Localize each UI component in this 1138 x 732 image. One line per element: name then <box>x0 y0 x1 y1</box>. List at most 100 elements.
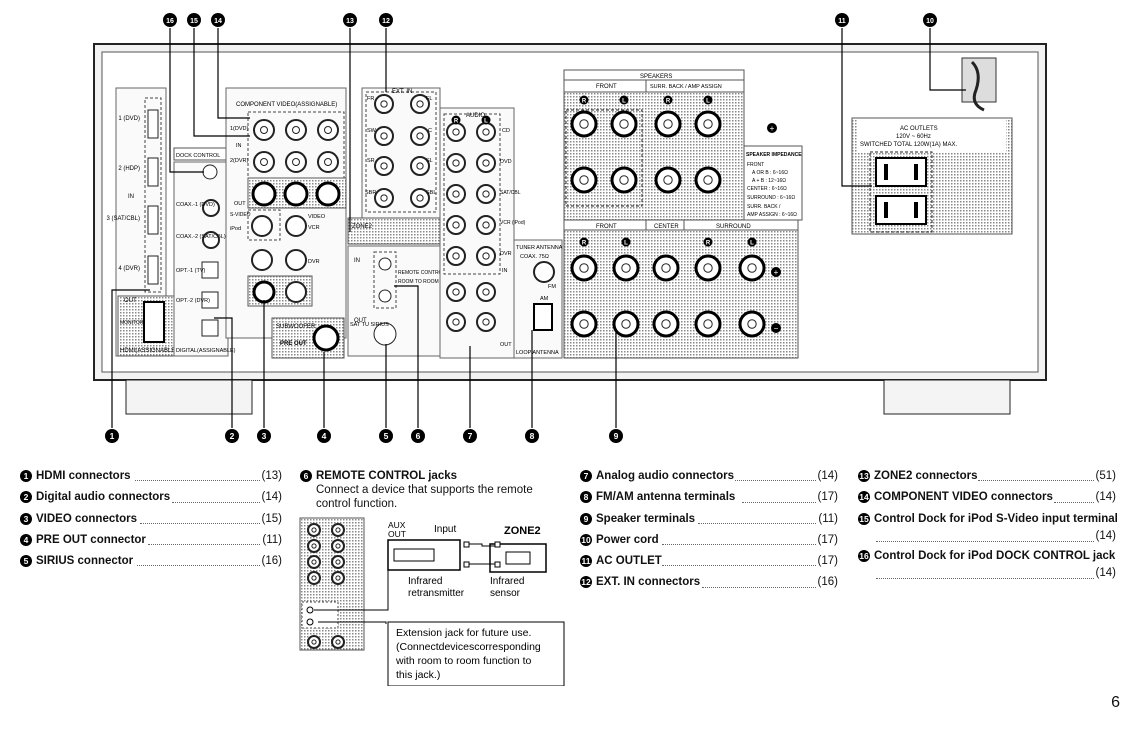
ext-sbl-label: SBL <box>426 190 436 196</box>
speaker-terminal-upper-2-center <box>579 175 589 185</box>
ext-in-jack-r0 <box>410 94 430 114</box>
illus-jack-6 <box>307 571 321 585</box>
speaker-terminal-upper-6 <box>654 166 682 194</box>
speaker-terminal-plus-4 <box>738 254 766 282</box>
zone2-out-label: ZONE2 <box>352 224 373 230</box>
component-in2-jack-2 <box>285 151 307 173</box>
callout-number-6: 6 <box>416 431 421 441</box>
legend-label: EXT. IN connectors <box>596 576 701 589</box>
input-label: Input <box>434 524 456 535</box>
component-in1-jack-3 <box>317 119 339 141</box>
channel-badge-9 <box>747 237 757 247</box>
speaker-terminal-upper-3-center <box>619 175 629 185</box>
channel-badge-3 <box>619 95 629 105</box>
ext-in-jack-r3 <box>410 188 430 208</box>
ipod-label: iPod <box>230 226 241 232</box>
remote-in-jack <box>378 257 392 271</box>
legend-label: Control Dock for iPod S-Video input term… <box>874 512 1118 525</box>
callout-circle-7 <box>463 429 477 443</box>
rear-panel-diagram: 1 (DVD) 2 (HDP) 3 (SAT/CBL) 4 (DVR) IN O… <box>93 13 1047 443</box>
vcr-ipod-label: VCR (iPod) <box>500 220 526 226</box>
extension-note-2: (Connectdevicescorresponding <box>396 641 541 653</box>
remote-sirius-section: IN OUT REMOTE CONTROL ROOM TO ROOM SAT T… <box>347 245 445 357</box>
channel-letter-2: R <box>582 99 587 105</box>
legend-label: FM/AM antenna terminals <box>596 491 736 504</box>
ext-sr-label: SR <box>367 158 375 164</box>
speaker-terminal-upper-1-center <box>619 119 629 129</box>
ext-in-jack-r2-center <box>416 162 424 170</box>
opt1-label: OPT.-1 (TV) <box>176 268 206 274</box>
hdmi-port-2 <box>147 157 159 187</box>
illus-jack-7-center <box>335 575 341 581</box>
callout-number-16: 16 <box>166 18 174 25</box>
comp-1-label: 1(DVD) <box>230 126 249 132</box>
audio-in-jack-r4 <box>446 246 466 266</box>
callout-circle-10 <box>923 13 937 27</box>
illus-jack-1-center <box>335 527 341 533</box>
callout-circle-15 <box>187 13 201 27</box>
s-video-label: S-VIDEO <box>230 212 251 218</box>
sensor-label-1: Infrared <box>490 576 524 587</box>
callout-number-11: 11 <box>838 18 846 25</box>
speaker-terminal-upper-0 <box>570 110 598 138</box>
audio-in-jack-r0 <box>446 122 466 142</box>
ac-freq-label: 120V ~ 60Hz <box>896 134 931 140</box>
audio-in-jack-r2-center <box>452 190 460 198</box>
illus-jack-7 <box>331 571 345 585</box>
audio-out-label: OUT <box>500 342 512 348</box>
illus-jack-4 <box>307 555 321 569</box>
channel-badge-8 <box>703 237 713 247</box>
speaker-impedance-label: SPEAKER IMPEDANCE <box>746 152 802 158</box>
callout-number-4: 4 <box>322 431 327 441</box>
hdmi-label-3: 3 (SAT/CBL) <box>106 216 140 222</box>
speaker-terminal-upper-7 <box>694 166 722 194</box>
callout-badge: 12 <box>580 576 592 589</box>
channel-badge-6 <box>579 237 589 247</box>
callout-badge: 8 <box>580 491 592 504</box>
channel-letter-9: L <box>750 241 754 247</box>
room-to-room-label: ROOM TO ROOM <box>398 279 439 285</box>
callout-badge: 10 <box>580 533 592 546</box>
illus-jack-9-center <box>335 639 341 645</box>
speaker-terminal-upper-2 <box>570 166 598 194</box>
legend-page-ref: (51) <box>1093 466 1116 488</box>
callout-number-10: 10 <box>926 18 934 25</box>
audio-in-label: IN <box>502 268 508 274</box>
subwoofer-section: SUBWOOFER PRE OUT <box>271 317 345 359</box>
imp-a-or-b: A OR B : 6~16Ω <box>752 170 788 176</box>
callout-badge: 1 <box>20 469 32 482</box>
ext-in-section: EXT. IN FR FL SW C SR SL SBR SBL ZONE2 <box>347 87 443 245</box>
illus-jack-2-center <box>311 543 317 549</box>
zone2-label: ZONE2 <box>504 525 541 537</box>
illus-jack-6-center <box>311 575 317 581</box>
legend-label: Speaker terminals <box>596 512 696 525</box>
speaker-terminal-minus-4-center <box>747 319 757 329</box>
am-label: AM <box>540 296 549 302</box>
callout-circle-3 <box>257 429 271 443</box>
ext-fl-label: FL <box>426 96 432 102</box>
speaker-terminal-plus-1-center <box>621 263 631 273</box>
callout-circle-13 <box>343 13 357 27</box>
callout-circle-9 <box>609 429 623 443</box>
speaker-terminal-minus-0-center <box>579 319 589 329</box>
center-label: CENTER <box>654 224 679 230</box>
callout-badge: 6 <box>300 469 312 482</box>
callout-circle-8 <box>525 429 539 443</box>
legend-page-ref: (16) <box>815 572 838 594</box>
video-in-jack <box>251 249 273 271</box>
audio-in-jack-r3 <box>446 215 466 235</box>
hdmi-label-1: 1 (DVD) <box>118 116 140 122</box>
audio-in-jack-l3 <box>476 215 496 235</box>
illus-jack-5 <box>331 555 345 569</box>
callout-badge: 4 <box>20 533 32 546</box>
speaker-terminal-upper-5 <box>694 110 722 138</box>
remote-in-label: IN <box>354 258 360 264</box>
speaker-terminal-minus-2-center <box>661 319 671 329</box>
callout-badge: 2 <box>20 491 32 504</box>
ext-in-jack-r3-center <box>416 194 424 202</box>
